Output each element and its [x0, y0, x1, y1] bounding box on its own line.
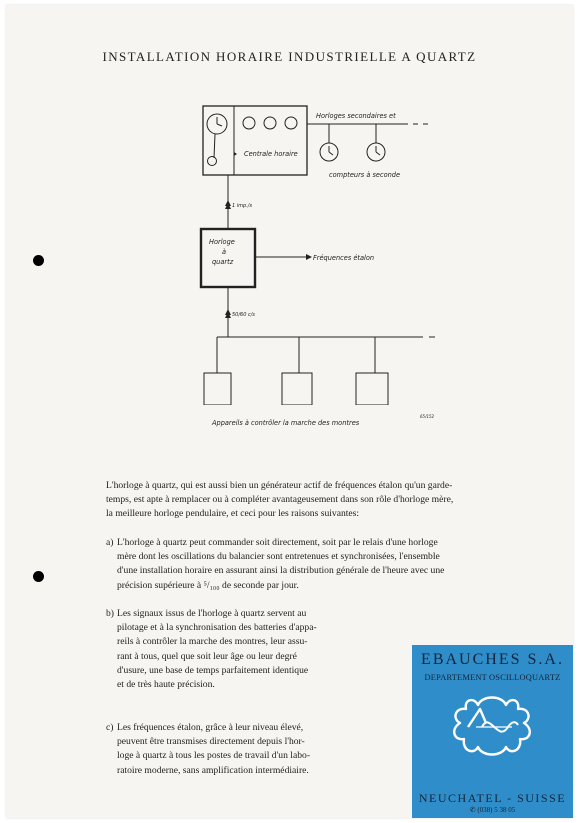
label-lower-rate: 50/60 c/s — [232, 312, 255, 318]
pendulum-icon — [207, 156, 217, 166]
advertisement-box: EBAUCHES S.A. DEPARTEMENT OSCILLOQUARTZ … — [412, 645, 573, 818]
installation-diagram — [199, 105, 435, 405]
device-box — [203, 372, 232, 405]
label-devices: Appareils à contrôler la marche des mont… — [211, 419, 360, 427]
dial-icon — [284, 116, 298, 130]
diagram-labels: Horloges secondaires et Centrale horaire… — [209, 112, 435, 427]
phone-number: ✆ (038) 5 38 05 — [469, 806, 516, 814]
label-central-clock: Centrale horaire — [244, 150, 298, 158]
label-secondary-clocks: Horloges secondaires et — [316, 112, 396, 120]
list-item-c: c) Les fréquences étalon, grâce à leur n… — [106, 722, 311, 776]
company-logo — [453, 696, 531, 756]
city-label: NEUCHATEL - SUISSE — [418, 791, 567, 805]
label-quartz-line2: à — [222, 248, 226, 256]
binder-hole — [33, 571, 44, 582]
central-clock-box — [202, 105, 308, 176]
device-box — [355, 372, 389, 405]
page-title: INSTALLATION HORAIRE INDUSTRIELLE A QUAR… — [102, 49, 477, 64]
phone-icon: ✆ — [469, 806, 478, 814]
label-ref: 65/152 — [420, 414, 435, 419]
company-name: EBAUCHES S.A. — [421, 651, 564, 668]
department-name: DEPARTEMENT OSCILLOQUARTZ — [424, 673, 561, 682]
label-quartz-line1: Horloge — [209, 238, 235, 246]
document-page: INSTALLATION HORAIRE INDUSTRIELLE A QUAR… — [6, 5, 573, 818]
label-standard-frequencies: Fréquences étalon — [313, 254, 374, 262]
binder-hole — [33, 255, 44, 266]
intro-paragraph: L'horloge à quartz, qui est aussi bien u… — [106, 480, 454, 520]
label-quartz-line3: quartz — [212, 258, 234, 266]
master-clock-icon — [206, 113, 228, 135]
list-item-b: b) Les signaux issus de l'horloge à quar… — [106, 608, 317, 691]
secondary-clock-icon — [319, 142, 339, 162]
list-item-a: a) L'horloge à quartz peut commander soi… — [106, 537, 445, 591]
device-box — [281, 372, 313, 405]
label-counters: compteurs à seconde — [329, 171, 400, 179]
label-upper-rate: 1 imp./s — [232, 203, 252, 209]
secondary-clock-icon — [366, 142, 386, 162]
dial-icon — [242, 116, 256, 130]
dial-icon — [263, 116, 277, 130]
